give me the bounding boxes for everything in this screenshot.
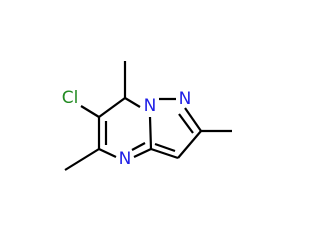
bond-c3a-n4-double [131,142,146,151]
atom-labels: Cl N N N [62,88,192,169]
bond-n1-c2 [184,107,202,132]
atom-label-chlorine: Cl [62,88,79,108]
atom-label-n-bridgehead: N [144,96,157,116]
bond-c6-cl [80,105,100,118]
molecule-structure: Cl N N N [62,61,232,171]
bond-c3a-n8 [148,116,153,150]
bond-c3-c3a-double [154,142,176,153]
bond-n4-c5 [98,148,117,158]
bonds [64,61,232,171]
bond-c5-methyl [64,148,100,171]
atom-label-n-pyrazole: N [179,89,192,109]
structure-canvas: Cl N N N [61,61,232,171]
bond-c2-c3 [177,130,202,159]
bond-c3-c3a [150,147,179,160]
bond-c7-n8 [124,97,141,108]
bond-c6-c7 [98,97,126,118]
bond-n1-c2-double [178,113,194,134]
bond-c3a-n4 [133,148,152,158]
atom-label-n-pyrimidine: N [119,149,132,169]
